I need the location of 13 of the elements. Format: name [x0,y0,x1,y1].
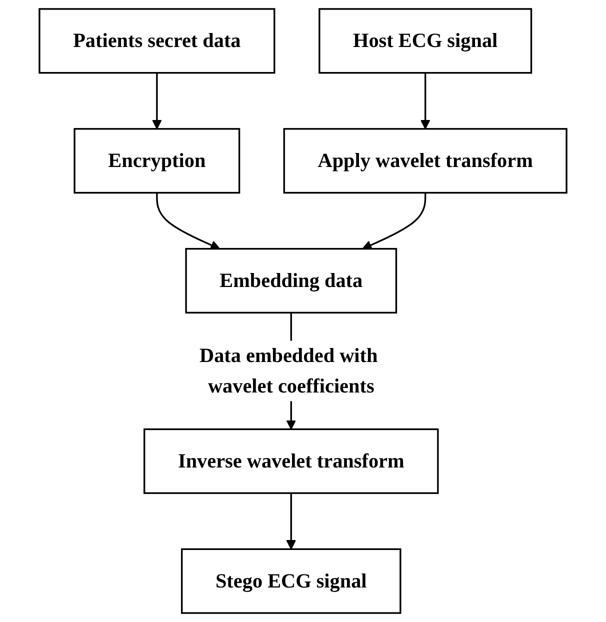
node-box: Patients secret data [38,8,276,74]
edge-label: Data embedded with wavelet coefficients [199,344,378,397]
node-box: Encryption [74,128,240,194]
arrow [152,72,162,130]
node-box: Embedding data [185,248,398,314]
arrow [420,72,430,130]
node-box: Host ECG signal [318,8,532,74]
arrow [286,493,296,550]
arrow [156,192,220,250]
node-box: Apply wavelet transform [283,128,568,194]
arrow [362,192,426,250]
node-box: Stego ECG signal [181,548,402,614]
node-box: Inverse wavelet transform [144,428,439,494]
